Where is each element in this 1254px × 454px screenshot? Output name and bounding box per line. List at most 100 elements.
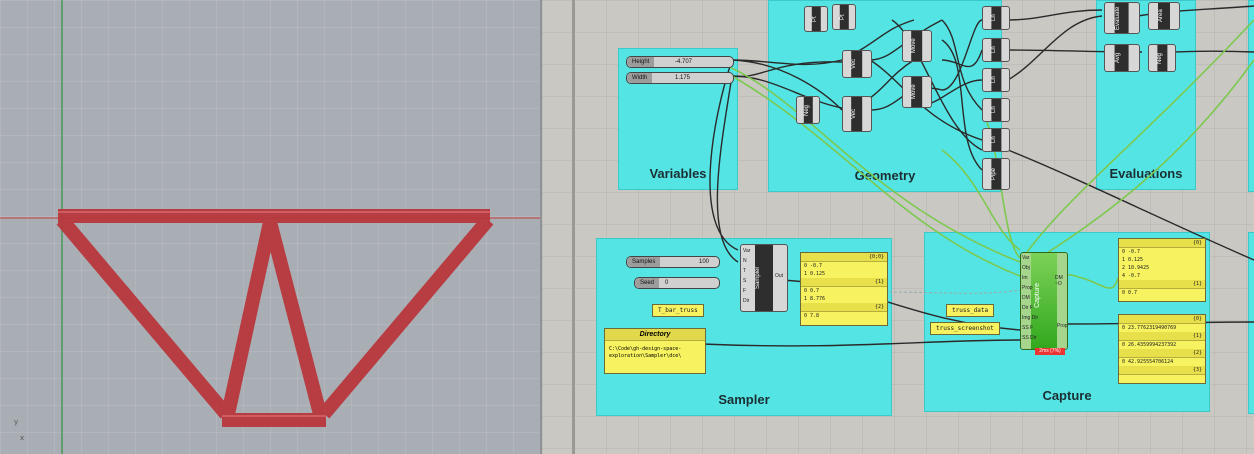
point-component-1-label: Pt xyxy=(811,7,821,31)
panel-line: 0 0.7 xyxy=(1122,290,1138,296)
height-slider-name: Height xyxy=(627,57,655,67)
group-variables-label: Variables xyxy=(649,166,707,181)
vector-component-1[interactable]: Vec xyxy=(842,50,872,78)
group-variables[interactable]: Variables xyxy=(618,48,738,190)
line-component-1[interactable]: Ln xyxy=(982,6,1010,30)
move-component-1-label: Move xyxy=(911,31,923,61)
samples-slider[interactable]: Samples 100 xyxy=(626,256,720,268)
capture-input-var: Var xyxy=(1022,255,1030,261)
sampler-component[interactable]: Sampler Var N T S F Dir Out xyxy=(740,244,788,312)
panel-header: {1} xyxy=(1119,332,1205,341)
capture-input-dirf: Dir F xyxy=(1022,305,1033,311)
capture-input-dm: DM xyxy=(1022,295,1030,301)
pipe-component-label: Pipe xyxy=(990,159,1002,189)
sampler-input-n: N xyxy=(743,258,747,264)
line-component-3-label: Ln xyxy=(990,69,1002,91)
capture-dm-panel[interactable]: {0} 0 -0.7 1 0.125 2 10.9425 4 -0.7 {1} … xyxy=(1118,238,1206,302)
seed-slider[interactable]: Seed 0 xyxy=(634,277,720,289)
panel-line: 0 0.7 xyxy=(804,288,820,294)
width-slider-value: 1.175 xyxy=(675,75,691,81)
group-edge-right-bottom xyxy=(1248,232,1254,414)
truss-center-left xyxy=(221,220,277,416)
vector-component-2[interactable]: Vec xyxy=(842,96,872,132)
sampler-input-var: Var xyxy=(743,248,751,254)
group-edge-right-top xyxy=(1248,0,1254,192)
panel-line: 0 -0.7 xyxy=(804,263,823,269)
capture-output-prop: Prop xyxy=(1057,323,1068,329)
panel-line: 4 -0.7 xyxy=(1122,273,1141,279)
capture-output-dm: DM ~O xyxy=(1055,275,1063,287)
average-component-label: Avg xyxy=(1115,45,1129,71)
directory-panel[interactable]: Directory C:\Code\gh-design-space-explor… xyxy=(604,328,706,374)
samples-slider-value: 100 xyxy=(699,259,710,265)
capture-input-ssdir: SS Dir xyxy=(1022,335,1037,341)
panel-line: 1 0.125 xyxy=(1122,257,1144,263)
sampler-output-out: Out xyxy=(775,273,784,279)
pipe-component[interactable]: Pipe xyxy=(982,158,1010,190)
group-sampler-label: Sampler xyxy=(718,392,770,407)
sampler-output-panel[interactable]: {0;0} 0 -0.7 1 0.125 {1} 0 0.7 1 8.776 {… xyxy=(800,252,888,326)
panel-header: {1} xyxy=(1119,280,1205,289)
negative-eval-component[interactable]: Neg xyxy=(1148,44,1176,72)
truss-left-diagonal xyxy=(56,215,232,419)
move-component-2[interactable]: Move xyxy=(902,76,932,108)
rhino-viewport[interactable]: x y xyxy=(0,0,542,454)
panel-line: 0 -0.7 xyxy=(1122,249,1141,255)
vector-component-2-label: Vec xyxy=(851,97,863,131)
line-component-1-label: Ln xyxy=(990,7,1002,29)
line-component-2-label: Ln xyxy=(990,39,1002,61)
panel-header: {0} xyxy=(1119,315,1205,324)
panel-line: 0 23.7762319490769 xyxy=(1122,325,1177,331)
sampler-component-label: Sampler xyxy=(755,245,773,311)
evaluate-component[interactable]: Evaluate xyxy=(1104,2,1140,34)
height-slider-value: -4.707 xyxy=(675,59,693,65)
point-component-1[interactable]: Pt xyxy=(804,6,828,32)
capture-input-prop: Prop xyxy=(1022,285,1033,291)
evaluate-component-label: Evaluate xyxy=(1115,3,1129,33)
capture-input-im: Im xyxy=(1022,275,1028,281)
panel-header: {0} xyxy=(1119,239,1205,248)
panel-line: 1 0.125 xyxy=(804,271,826,277)
grasshopper-canvas[interactable]: Variables Geometry Evaluations Sampler C… xyxy=(542,0,1254,454)
line-component-4-label: Ln xyxy=(990,99,1002,121)
seed-slider-name: Seed xyxy=(635,278,660,288)
capture-timing-badge: 2ms (7%) xyxy=(1035,348,1065,355)
panel-header: {2} xyxy=(801,303,887,312)
samples-slider-name: Samples xyxy=(627,257,661,267)
group-capture-label: Capture xyxy=(1042,388,1092,403)
negative-component-label: Neg xyxy=(803,97,813,123)
area-component-label: Area xyxy=(1158,3,1170,29)
line-component-5[interactable]: Ln xyxy=(982,128,1010,152)
panel-line: 1 8.776 xyxy=(804,296,826,302)
truss-right-diagonal xyxy=(318,215,494,419)
negative-component[interactable]: Neg xyxy=(796,96,820,124)
average-component[interactable]: Avg xyxy=(1104,44,1140,72)
group-evaluations-label: Evaluations xyxy=(1109,166,1183,181)
axis-x-label: x xyxy=(20,434,25,442)
point-component-2[interactable]: Pt xyxy=(832,4,856,30)
capture-input-obj: Obj xyxy=(1022,265,1030,271)
line-component-3[interactable]: Ln xyxy=(982,68,1010,92)
base-truss-tag[interactable]: T_bar_truss xyxy=(652,304,704,317)
capture-input-imgdir: Img Dir xyxy=(1022,315,1039,321)
width-slider-name: Width xyxy=(627,73,653,83)
panel-line: 2 10.9425 xyxy=(1122,265,1150,271)
move-component-1[interactable]: Move xyxy=(902,30,932,62)
directory-title: Directory xyxy=(605,329,705,341)
sampler-input-s: S xyxy=(743,278,747,284)
panel-header: {2} xyxy=(1119,349,1205,358)
line-component-2[interactable]: Ln xyxy=(982,38,1010,62)
move-component-2-label: Move xyxy=(911,77,923,107)
height-slider[interactable]: Height -4.707 xyxy=(626,56,734,68)
capture-component[interactable]: Capture Var Obj Im Prop DM Dir F Img Dir… xyxy=(1020,252,1068,350)
truss-screenshot-tag[interactable]: truss_screenshot xyxy=(930,322,1000,335)
capture-input-ssf: SS F xyxy=(1022,325,1034,331)
sampler-input-t: T xyxy=(743,268,747,274)
width-slider[interactable]: Width 1.175 xyxy=(626,72,734,84)
capture-prop-panel[interactable]: {0} 0 23.7762319490769 {1} 0 26.43599942… xyxy=(1118,314,1206,384)
truss-data-tag[interactable]: truss_data xyxy=(946,304,995,317)
area-component[interactable]: Area xyxy=(1148,2,1180,30)
truss-center-right xyxy=(263,220,327,416)
line-component-4[interactable]: Ln xyxy=(982,98,1010,122)
vector-component-1-label: Vec xyxy=(851,51,863,77)
